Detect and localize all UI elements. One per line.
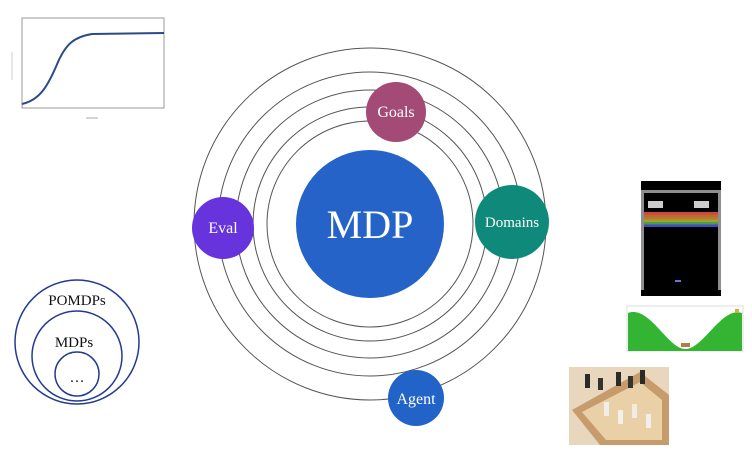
goals-label: Goals	[377, 104, 414, 121]
domains-node: Domains	[475, 185, 549, 259]
inner-circle	[54, 351, 100, 397]
agent-label: Agent	[396, 391, 436, 408]
learning-curve-line	[21, 32, 165, 105]
mountain-car-thumbnail	[626, 305, 744, 352]
mdps-label: MDPs	[55, 335, 94, 351]
mdps-circle	[31, 310, 123, 402]
chess-board-thumbnail	[569, 367, 669, 445]
eval-node: Eval	[192, 197, 254, 259]
breakout-thumbnail	[641, 181, 721, 296]
mdp-label: MDP	[327, 202, 414, 247]
domains-label: Domains	[485, 215, 539, 231]
agent-node: Agent	[388, 370, 444, 426]
nested-models	[14, 279, 140, 405]
pomdps-circle	[14, 279, 140, 405]
goals-node: Goals	[366, 82, 426, 142]
learning-curve-thumbnail	[11, 17, 165, 119]
eval-label: Eval	[208, 220, 238, 237]
pomdps-label: POMDPs	[48, 293, 106, 309]
mdp-node: MDP	[296, 150, 444, 298]
ellipsis-label: …	[70, 370, 85, 386]
